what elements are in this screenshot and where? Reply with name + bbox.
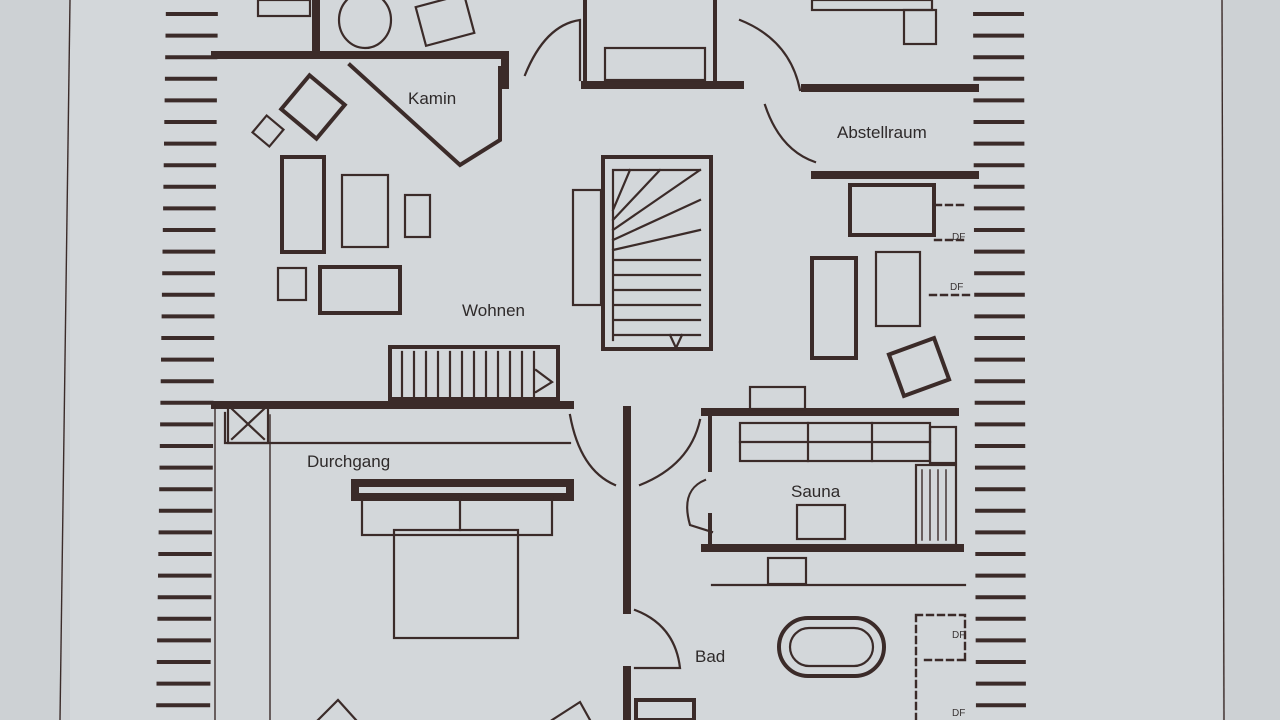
railing (388, 345, 560, 401)
page-sheet (70, 0, 1222, 720)
roof-window-label: DF (952, 232, 965, 243)
staircase (571, 155, 713, 351)
room-label-bad: Bad (695, 647, 725, 666)
roof-window-label: DF (952, 630, 965, 641)
roof-hatch-right (973, 12, 1026, 708)
roof-windows (914, 203, 972, 720)
room-label-wohnen: Wohnen (462, 301, 525, 320)
room-label-abstellraum: Abstellraum (837, 123, 927, 142)
room-label-sauna: Sauna (791, 482, 841, 501)
roof-window-label: DF (952, 708, 965, 719)
roof-hatch-left (156, 12, 218, 708)
doors (523, 18, 817, 670)
room-label-durchgang: Durchgang (307, 452, 390, 471)
furniture (226, 0, 958, 720)
walls (211, 0, 979, 720)
fireplace (347, 62, 502, 168)
roof-window-label: DF (950, 282, 963, 293)
room-label-kamin: Kamin (408, 89, 456, 108)
page-right-edge (1221, 0, 1225, 720)
page-left-edge (59, 0, 71, 720)
